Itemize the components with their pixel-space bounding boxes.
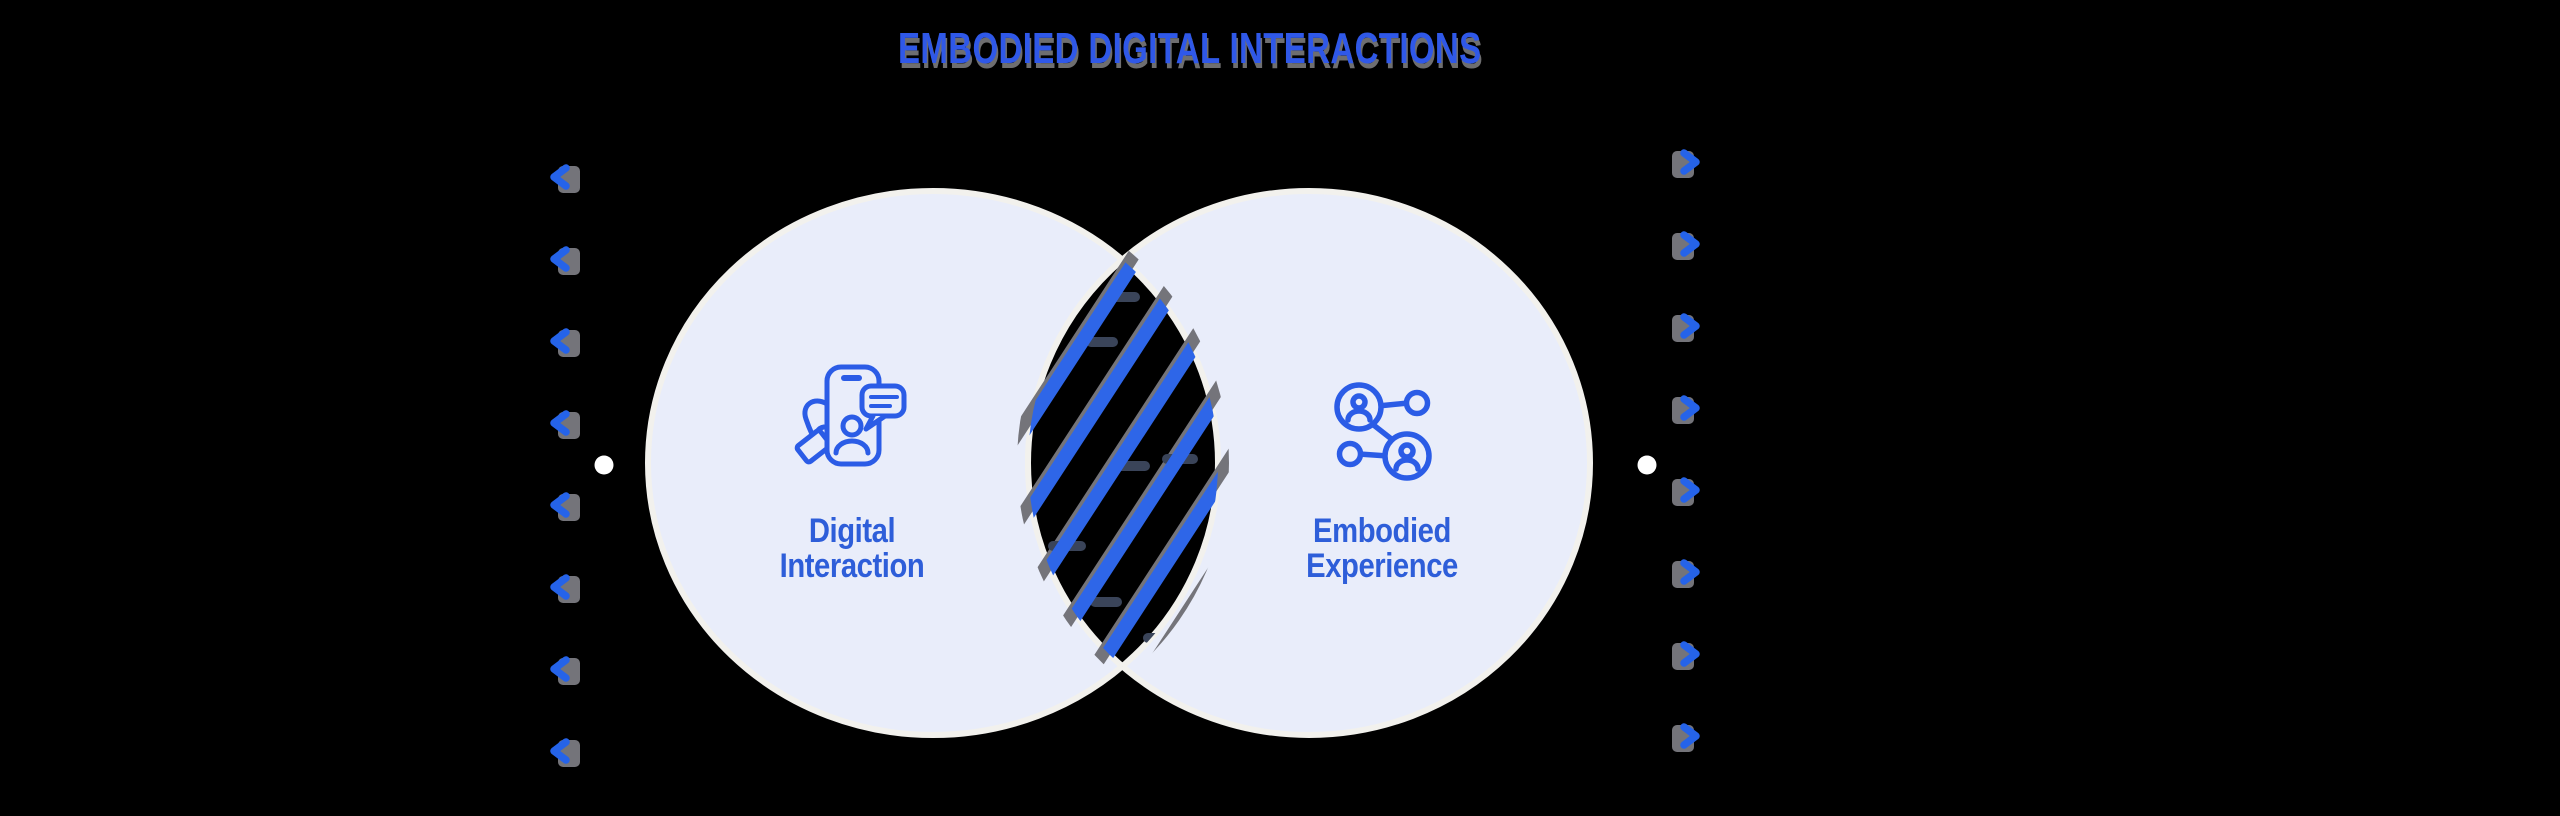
chevron-left-icon [554,740,580,767]
lens-rim-left-arc [1028,191,1221,735]
right-bullet-column [1672,151,1696,752]
page-title: EMBODIED DIGITAL INTERACTIONS [898,24,1482,73]
chevron-left-icon [554,330,580,357]
people-network-icon [1334,382,1432,481]
chevron-right-icon [1672,561,1696,588]
left-circle-label-line2: Interaction [779,547,925,585]
chevron-right-icon [1672,315,1696,342]
left-connector-dot [594,455,614,475]
right-circle-label-line1: Embodied [1313,512,1451,550]
left-bullet-column [554,166,580,767]
lens-rim-right-arc [1025,191,1218,735]
chevron-left-icon [554,412,580,439]
chevron-right-icon [1672,479,1696,506]
chevron-left-icon [554,658,580,685]
hand-phone-chat-icon [794,364,907,467]
left-circle-label: Digital Interaction [766,514,938,584]
chevron-left-icon [554,494,580,521]
chevron-right-icon [1672,397,1696,424]
right-circle-label: Embodied Experience [1296,514,1468,584]
chevron-left-icon [554,248,580,275]
chevron-left-icon [554,576,580,603]
left-circle-label-line1: Digital [808,512,896,550]
chevron-right-icon [1672,233,1696,260]
chevron-right-icon [1672,725,1696,752]
chevron-left-icon [554,166,580,193]
chevron-right-icon [1672,151,1696,178]
right-connector-dot [1637,455,1657,475]
chevron-right-icon [1672,643,1696,670]
right-circle-label-line2: Experience [1306,547,1458,585]
